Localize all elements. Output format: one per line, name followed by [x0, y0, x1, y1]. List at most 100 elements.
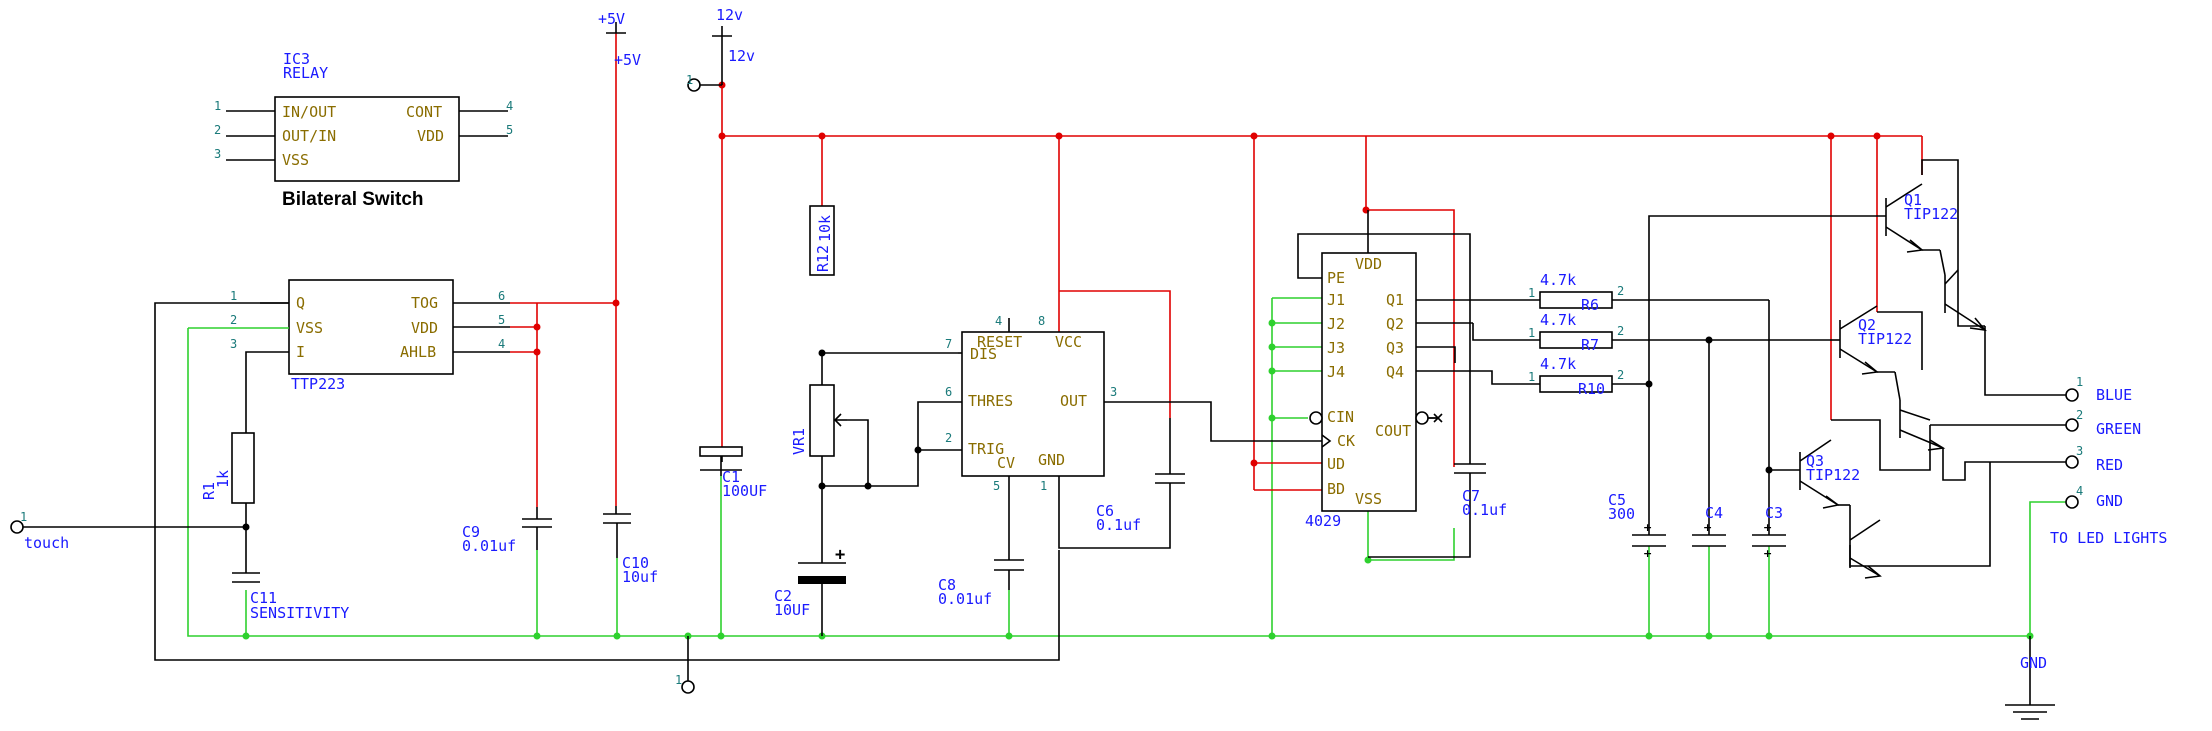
q1-value: TIP122	[1904, 205, 1958, 223]
r6-value: 4.7k	[1540, 271, 1576, 289]
ttp223-name: TTP223	[291, 375, 345, 393]
r10-pin2: 2	[1617, 368, 1624, 382]
counter-pin-j2: J2	[1327, 315, 1345, 333]
ttp223-pin-vdd: VDD	[411, 319, 438, 337]
c5-ref: C5	[1608, 491, 1626, 509]
c2-value: 10UF	[774, 601, 810, 619]
supply-net	[510, 33, 1923, 507]
resistor-r1	[231, 432, 255, 504]
c2-plus: +	[835, 545, 845, 565]
ic3-num-5: 5	[506, 123, 513, 137]
r7-pin1: 1	[1528, 326, 1535, 340]
timer-num-4: 4	[995, 314, 1002, 328]
c9-value: 0.01uf	[462, 537, 516, 555]
counter-pin-q1: Q1	[1386, 291, 1404, 309]
r6-pin2: 2	[1617, 284, 1624, 298]
r6-pin1: 1	[1528, 286, 1535, 300]
ttp223-module: Q VSS I TOG VDD AHLB 1 2 3 6 5 4 TTP223	[188, 279, 510, 393]
gnd-label: GND	[2096, 492, 2123, 510]
ic3-pin-cont: CONT	[406, 103, 442, 121]
c5-value: 300	[1608, 505, 1635, 523]
ttp223-num-1: 1	[230, 289, 237, 303]
timer-pin-cv: CV	[997, 454, 1015, 472]
counter-pin-j1: J1	[1327, 291, 1345, 309]
c11-value: SENSITIVITY	[250, 604, 349, 622]
r10-pin1: 1	[1528, 370, 1535, 384]
timer-num-3: 3	[1110, 385, 1117, 399]
resistor-r7	[1539, 331, 1613, 349]
cin-inversion-bubble	[1309, 411, 1323, 425]
c6-value: 0.1uf	[1096, 516, 1141, 534]
c5-bottom-mark: +	[1643, 547, 1652, 560]
c3-bottom-mark: +	[1763, 547, 1772, 560]
capacitor-c1	[699, 446, 743, 457]
counter-pin-pe: PE	[1327, 269, 1345, 287]
supply-5v-side: +5V	[614, 51, 641, 69]
blue-label: BLUE	[2096, 386, 2132, 404]
ic3-pin-vss: VSS	[282, 151, 309, 169]
r7-pin2: 2	[1617, 324, 1624, 338]
timer-pin-reset: RESET	[977, 333, 1022, 351]
ic3-num-4: 4	[506, 99, 513, 113]
counter-pin-j3: J3	[1327, 339, 1345, 357]
timer-num-6: 6	[945, 385, 952, 399]
transistors: Q1 TIP122 Q2 TIP122	[1799, 183, 1987, 579]
ic3-num-1: 1	[214, 99, 221, 113]
blue-terminal[interactable]	[2065, 388, 2079, 402]
counter-pin-q4: Q4	[1386, 363, 1404, 381]
timer-pin-trig: TRIG	[968, 440, 1004, 458]
blue-num: 1	[2076, 375, 2083, 389]
counter-name: 4029	[1305, 512, 1341, 530]
ttp223-num-5: 5	[498, 313, 505, 327]
timer-num-1: 1	[1040, 479, 1047, 493]
timer-num-8: 8	[1038, 314, 1045, 328]
counter-pin-cout: COUT	[1375, 422, 1411, 440]
ttp223-num-3: 3	[230, 337, 237, 351]
c11-ref: C11	[250, 589, 277, 607]
ground-terminal[interactable]	[681, 680, 695, 694]
counter-pin-cin: CIN	[1327, 408, 1354, 426]
supply-5v-top: +5V	[598, 10, 625, 28]
gnd-terminal[interactable]	[2065, 495, 2079, 509]
gnd-num: 4	[2076, 484, 2083, 498]
ic3-name: RELAY	[283, 64, 328, 82]
power-terminal[interactable]	[687, 78, 701, 92]
counter-4029: VDD PE J1 J2 J3 J4 CIN CK UD BD Q1 Q2 Q3…	[1305, 252, 1443, 530]
timer-num-7: 7	[945, 337, 952, 351]
c7-value: 0.1uf	[1462, 501, 1507, 519]
cout-inversion-bubble	[1415, 411, 1429, 425]
signal-net	[22, 22, 2066, 720]
q2-ref: Q2	[1858, 316, 1876, 334]
r1-ref: R1	[200, 482, 218, 500]
ic3-pin-inout: IN/OUT	[282, 103, 336, 121]
touch-num: 1	[20, 510, 27, 524]
green-num: 2	[2076, 408, 2083, 422]
c8-ref: C8	[938, 576, 956, 594]
green-terminal[interactable]	[2065, 418, 2079, 432]
ic3-relay: IC3 RELAY IN/OUT OUT/IN VSS CONT VDD 1 2…	[214, 50, 513, 210]
c7-ref: C7	[1462, 487, 1480, 505]
c2-ref: C2	[774, 587, 792, 605]
c9-ref: C9	[462, 523, 480, 541]
c5-plus: +	[1643, 521, 1652, 534]
timer-pin-gnd: GND	[1038, 451, 1065, 469]
c6-ref: C6	[1096, 502, 1114, 520]
vr1-ref: VR1	[790, 428, 808, 455]
ic3-caption: Bilateral Switch	[282, 189, 424, 210]
r12-ref: R12	[814, 245, 832, 272]
ttp223-num-6: 6	[498, 289, 505, 303]
counter-pin-vdd: VDD	[1355, 255, 1382, 273]
q1-ref: Q1	[1904, 191, 1922, 209]
capacitors: C1 100UF + C2 10UF C3 C4 C5 300 + + + + …	[250, 446, 1783, 622]
red-terminal[interactable]	[2065, 455, 2079, 469]
timer-num-5: 5	[993, 479, 1000, 493]
q2-value: TIP122	[1858, 330, 1912, 348]
touch-terminal[interactable]	[10, 520, 24, 534]
timer-pin-dis: DIS	[970, 345, 997, 363]
green-label: GREEN	[2096, 420, 2141, 438]
ttp223-num-4: 4	[498, 337, 505, 351]
resistor-r6	[1539, 291, 1613, 309]
ground-label: GND	[2020, 654, 2047, 672]
potentiometer-vr1	[809, 384, 835, 457]
ground-terminal-num: 1	[675, 673, 682, 687]
